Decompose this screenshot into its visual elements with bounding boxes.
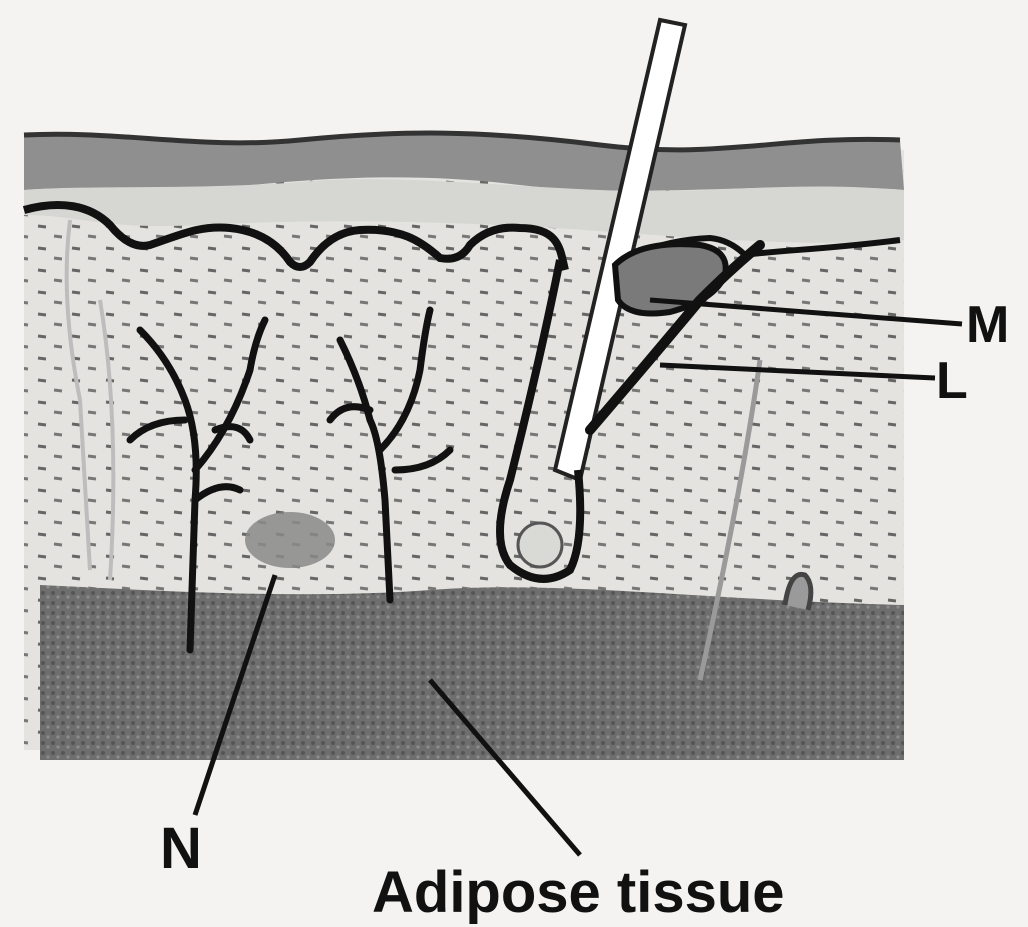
- label-n: N: [160, 816, 202, 881]
- pacinian-corpuscle: [245, 512, 335, 568]
- adipose-layer: [40, 585, 904, 760]
- label-l: L: [936, 352, 968, 410]
- label-adipose-tissue: Adipose tissue: [372, 860, 785, 925]
- hair-bulb-papilla: [518, 523, 562, 567]
- label-m: M: [966, 296, 1009, 354]
